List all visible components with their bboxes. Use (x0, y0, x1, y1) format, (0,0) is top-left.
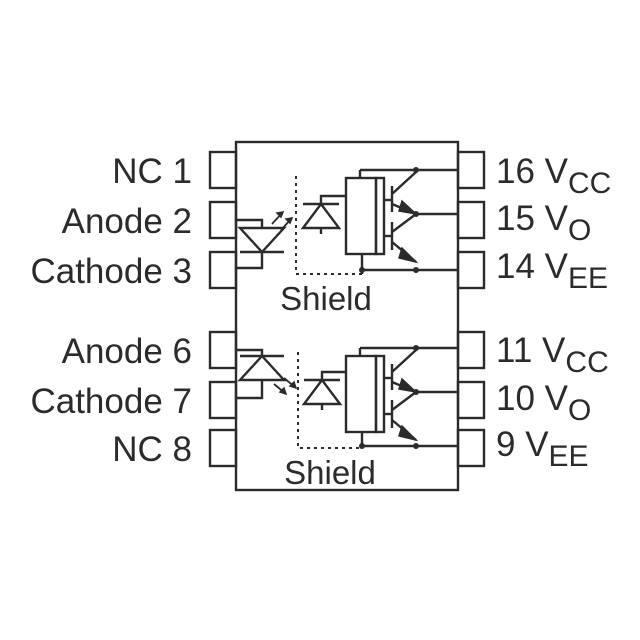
pin-label-15-vo: 15 VO (496, 199, 591, 247)
pin-label-nc-1: NC 1 (112, 152, 192, 191)
left-pin-labels: NC 1 Anode 2 Cathode 3 Anode 6 Cathode 7… (30, 152, 192, 469)
photodiode-1-icon (300, 202, 342, 230)
package-body (234, 140, 460, 492)
amplifier-2 (344, 354, 378, 434)
shield-label-top: Shield (280, 280, 372, 317)
pin-label-anode-6: Anode 6 (62, 332, 192, 371)
pin-pad-7 (208, 380, 238, 420)
transistor-arrow-2b-icon (398, 424, 419, 442)
pin-pad-9 (456, 428, 486, 468)
pin-pad-16 (456, 150, 486, 190)
pin-label-cathode-7: Cathode 7 (30, 382, 192, 421)
driver-2 (374, 354, 386, 434)
right-pin-pads (456, 150, 486, 468)
channel-2-circuit (236, 345, 458, 449)
pin-label-nc-8: NC 8 (112, 430, 192, 469)
pin-pad-14 (456, 250, 486, 290)
led-2-icon (237, 354, 287, 382)
pin-label-anode-2: Anode 2 (62, 202, 192, 241)
pin-label-16-vcc: 16 VCC (496, 152, 611, 200)
pin-label-cathode-3: Cathode 3 (30, 252, 192, 291)
transistor-arrow-1a-icon (398, 199, 419, 216)
left-pin-pads (208, 150, 238, 468)
pin-pad-2 (208, 200, 238, 240)
driver-1 (374, 176, 386, 256)
led-1-icon (237, 226, 287, 254)
pin-label-14-vee: 14 VEE (496, 247, 608, 295)
light-arrows-2-icon (273, 377, 298, 396)
amplifier-1 (344, 176, 378, 256)
pin-pad-11 (456, 330, 486, 370)
shield-line-1 (295, 176, 362, 275)
pin-label-9-vee: 9 VEE (496, 425, 589, 473)
transistor-arrow-1b-icon (398, 246, 419, 264)
channel-1-circuit (236, 167, 458, 275)
light-arrows-1-icon (271, 211, 294, 231)
pin-label-10-vo: 10 VO (496, 379, 591, 427)
transistor-arrow-2a-icon (398, 377, 419, 394)
shield-label-bottom: Shield (284, 454, 376, 491)
pin-pad-15 (456, 200, 486, 240)
pin-pad-10 (456, 380, 486, 420)
pin-pad-8 (208, 428, 238, 468)
right-pin-labels: 16 VCC 15 VO 14 VEE 11 VCC 10 VO 9 VEE (496, 152, 611, 473)
pin-pad-3 (208, 250, 238, 290)
photodiode-2-icon (301, 378, 343, 406)
pin-label-11-vcc: 11 VCC (496, 331, 609, 379)
pin-pad-6 (208, 330, 238, 370)
pin-pad-1 (208, 150, 238, 190)
